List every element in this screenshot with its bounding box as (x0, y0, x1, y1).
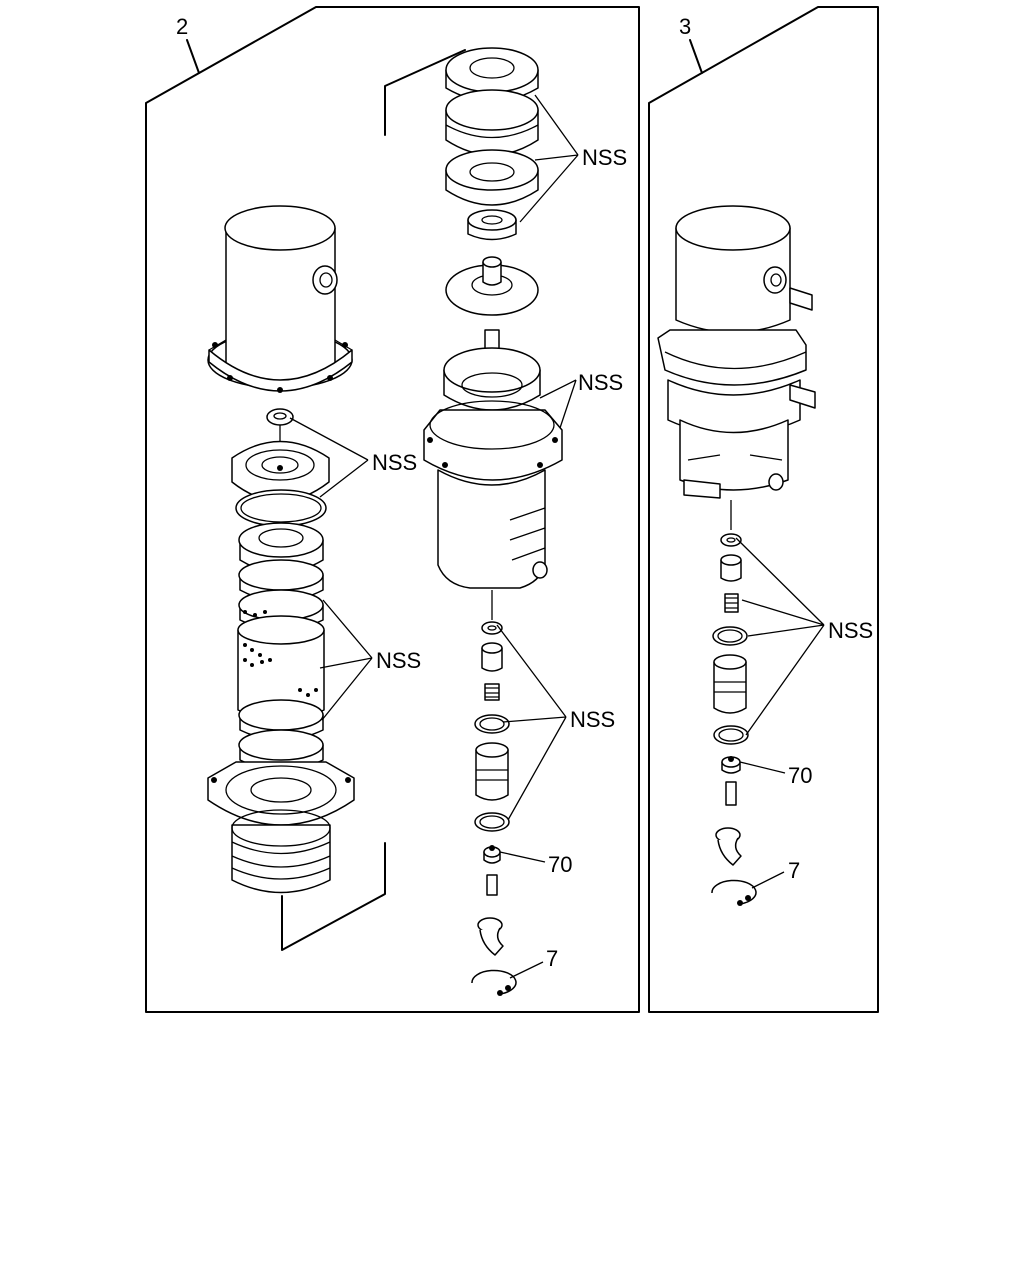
panel-3-valve-parts (711, 500, 757, 906)
center-break-top (384, 49, 466, 136)
panel-2-number: 2 (176, 14, 188, 39)
cover-plate-assembly (231, 408, 330, 527)
callout-part-70: 70 (548, 852, 572, 877)
filter-element-stack (237, 522, 325, 771)
callout-p3-part-7: 7 (788, 858, 800, 883)
callout-nss-filter: NSS (376, 648, 421, 673)
assembled-actuator (657, 205, 816, 499)
center-break-bottom (281, 842, 386, 951)
panel-3: 3 (648, 6, 879, 1013)
callout-nss-cover: NSS (372, 450, 417, 475)
panel-3-number: 3 (679, 14, 691, 39)
valve-housing (423, 329, 563, 589)
panel-2-callouts: NSS NSS NSS NSS NSS 70 7 (289, 94, 627, 979)
top-seal-stack (445, 47, 539, 241)
filter-canister (207, 205, 353, 393)
panel-2-frame (145, 6, 640, 1013)
callout-nss-p3-valve: NSS (828, 618, 873, 643)
callout-nss-valve: NSS (570, 707, 615, 732)
base-bellows (207, 761, 355, 894)
panel-3-leader (689, 39, 703, 74)
callout-p3-part-70: 70 (788, 763, 812, 788)
panel-3-callouts: NSS 70 7 (735, 537, 873, 889)
callout-nss-top-seals: NSS (582, 145, 627, 170)
spring-seat (445, 256, 539, 316)
panel-2: 2 (145, 6, 640, 1013)
callout-nss-housing: NSS (578, 370, 623, 395)
valve-parts (471, 590, 517, 996)
callout-part-7: 7 (546, 946, 558, 971)
panel-3-frame (648, 6, 879, 1013)
panel-2-leader (186, 39, 200, 74)
